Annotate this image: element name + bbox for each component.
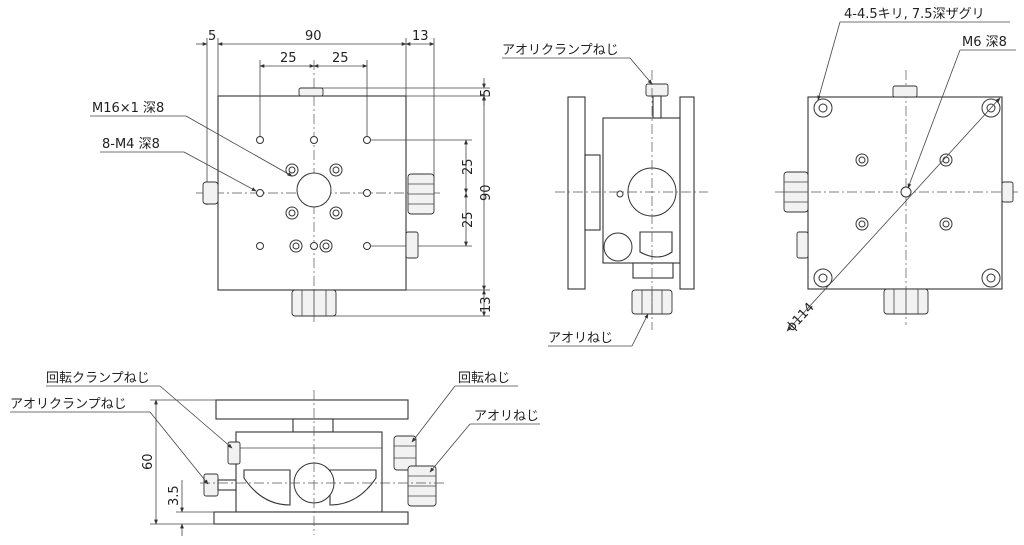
dim-height-3-5: 3.5 xyxy=(167,485,182,506)
dim-height-90: 90 xyxy=(479,184,494,201)
clamp-knob-top xyxy=(298,87,324,97)
dim-height-13: 13 xyxy=(479,296,494,313)
dim-25-right: 25 xyxy=(332,51,349,66)
m6-hole xyxy=(900,186,912,198)
dim-height-25-upper: 25 xyxy=(461,158,476,175)
front-view: 60 3.5 回転クランプねじ アオリクランプねじ 回転ねじ アオリねじ xyxy=(10,371,540,536)
side-clamp-knob xyxy=(645,83,669,97)
label-side-tilt-screw: アオリねじ xyxy=(548,331,613,346)
clamp-knob-right xyxy=(405,231,419,259)
front-base xyxy=(213,511,409,525)
dim-25-left: 25 xyxy=(280,51,297,66)
label-m4: 8-M4 深8 xyxy=(102,137,160,152)
clamp-knob-left xyxy=(202,181,219,205)
side-stage-block xyxy=(584,154,601,231)
dim-height-5: 5 xyxy=(479,89,494,97)
counterbore-holes xyxy=(285,163,343,253)
m4-holes xyxy=(256,136,371,250)
label-front-rot-screw: 回転ねじ xyxy=(458,371,510,386)
front-rot-clamp-knob xyxy=(227,441,241,465)
bottom-view: ϕ114 4-4.5キリ, 7.5深ザグリ M6 深8 xyxy=(775,7,1018,335)
label-m16: M16×1 深8 xyxy=(92,101,164,116)
label-bottom-holes: 4-4.5キリ, 7.5深ザグリ xyxy=(844,7,985,22)
dim-width-13: 13 xyxy=(412,29,429,44)
side-view: アオリクランプねじ アオリねじ xyxy=(502,43,708,347)
label-diameter: ϕ114 xyxy=(784,300,818,335)
label-front-tilt-screw: アオリねじ xyxy=(474,409,539,424)
front-rot-knob xyxy=(393,435,417,471)
dim-width-90: 90 xyxy=(305,29,322,44)
diameter-line xyxy=(786,97,1001,332)
top-view: 90 5 13 25 25 5 90 25 25 13 xyxy=(90,29,494,325)
dim-width-5: 5 xyxy=(208,29,216,44)
label-front-tilt-clamp: アオリクランプねじ xyxy=(10,397,127,412)
side-top-plate xyxy=(567,96,586,290)
label-side-tilt-clamp: アオリクランプねじ xyxy=(502,43,619,58)
label-front-rot-clamp: 回転クランプねじ xyxy=(46,371,150,386)
side-lower-bore xyxy=(603,232,633,262)
side-rear-plate xyxy=(679,96,695,290)
center-m16-hole xyxy=(296,172,332,208)
dim-height-60: 60 xyxy=(141,453,156,470)
front-top-plate xyxy=(215,399,409,420)
dim-height-25-lower: 25 xyxy=(461,211,476,228)
label-m6: M6 深8 xyxy=(962,35,1007,50)
front-tilt-clamp-knob xyxy=(203,473,219,497)
